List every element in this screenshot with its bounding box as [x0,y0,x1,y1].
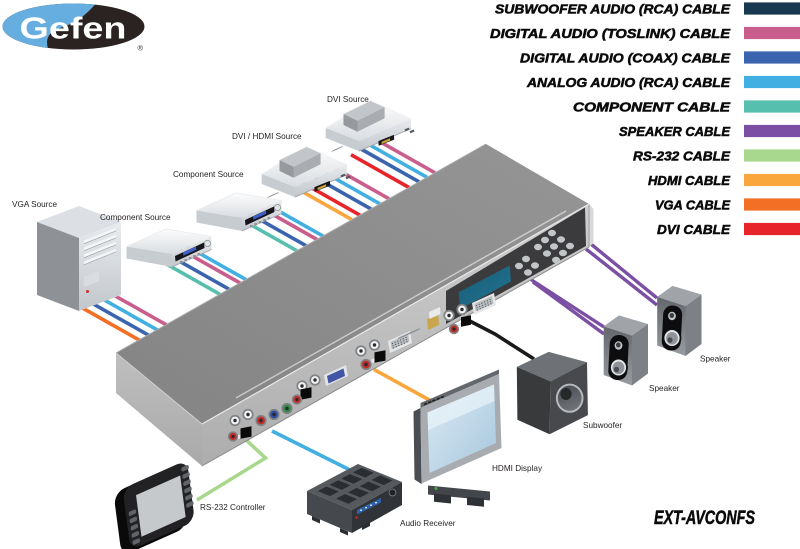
svg-text:Subwoofer: Subwoofer [583,421,622,430]
svg-text:RS-232 CABLE: RS-232 CABLE [633,148,731,163]
svg-text:Audio Receiver: Audio Receiver [400,519,456,528]
svg-text:Component Source: Component Source [100,213,171,222]
svg-text:Speaker: Speaker [700,355,731,364]
svg-text:DIGITAL AUDIO (COAX) CABLE: DIGITAL AUDIO (COAX) CABLE [520,50,731,65]
svg-text:HDMI CABLE: HDMI CABLE [648,173,731,188]
svg-text:HDMI Display: HDMI Display [492,464,543,473]
svg-text:RS-232 Controller: RS-232 Controller [200,503,266,512]
svg-text:®: ® [138,44,144,53]
svg-text:SPEAKER CABLE: SPEAKER CABLE [619,124,731,139]
svg-text:Component Source: Component Source [173,170,244,179]
svg-text:COMPONENT CABLE: COMPONENT CABLE [573,99,731,114]
svg-text:DVI Source: DVI Source [327,95,369,104]
svg-text:VGA CABLE: VGA CABLE [655,197,731,212]
svg-text:DIGITAL AUDIO (TOSLINK) CABLE: DIGITAL AUDIO (TOSLINK) CABLE [490,26,731,41]
svg-text:Speaker: Speaker [649,384,680,393]
svg-text:DVI CABLE: DVI CABLE [657,222,731,237]
svg-text:Gefen: Gefen [20,11,127,46]
svg-text:EXT-AVCONFS: EXT-AVCONFS [654,507,755,529]
svg-text:VGA Source: VGA Source [12,200,58,209]
svg-text:SUBWOOFER AUDIO (RCA) CABLE: SUBWOOFER AUDIO (RCA) CABLE [495,1,731,16]
svg-text:DVI / HDMI Source: DVI / HDMI Source [232,132,302,141]
svg-text:ANALOG AUDIO (RCA) CABLE: ANALOG AUDIO (RCA) CABLE [526,75,731,90]
